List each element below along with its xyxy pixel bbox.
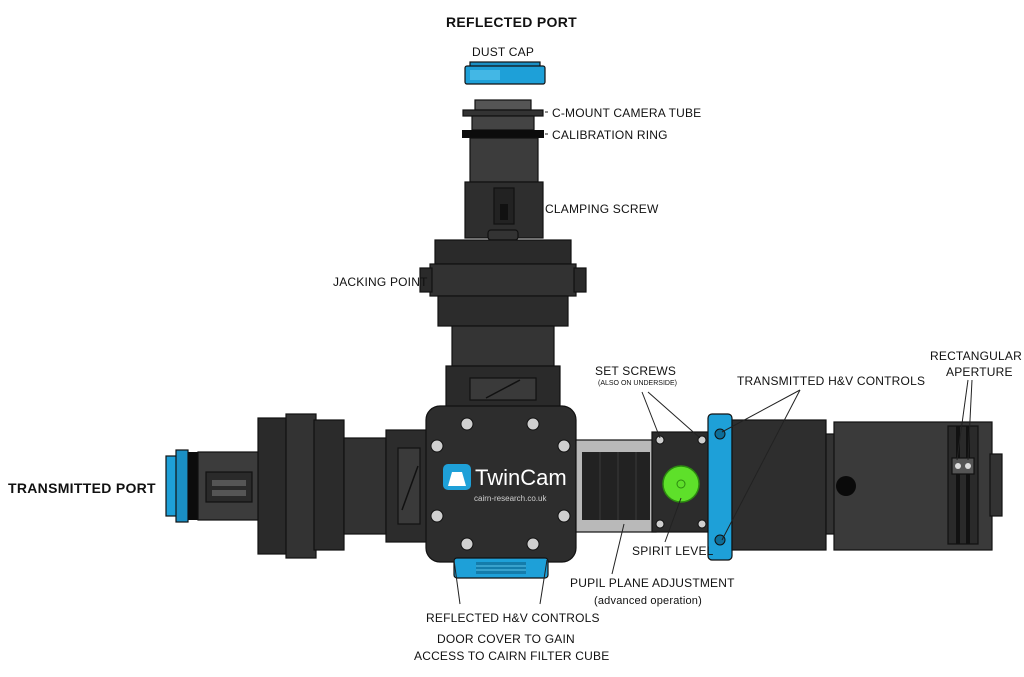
c-mount-camera-tube (462, 99, 544, 131)
transmitted-mount (197, 451, 261, 521)
label-door-cover-1: DOOR COVER TO GAIN (437, 632, 575, 646)
transmitted-hv-controls (707, 413, 733, 561)
label-dust-cap: DUST CAP (472, 45, 534, 59)
transmitted-rings (257, 413, 345, 559)
pupil-plane-section (575, 439, 657, 533)
reflected-collar (445, 365, 561, 411)
label-clamping-screw: CLAMPING SCREW (545, 202, 659, 216)
spirit-level-block (651, 431, 711, 533)
label-calibration-ring: CALIBRATION RING (552, 128, 668, 142)
label-pupil-plane-note: (advanced operation) (594, 595, 702, 607)
label-rectangular-aperture-2: APERTURE (946, 365, 1013, 379)
camera-tube-body (469, 137, 539, 183)
label-c-mount-camera-tube: C-MOUNT CAMERA TUBE (552, 106, 701, 120)
body-screws (430, 417, 571, 551)
transmitted-tube (343, 437, 387, 535)
transmitted-port-assembly (165, 413, 431, 559)
transmitted-blue-cap (165, 449, 189, 523)
label-set-screws: SET SCREWS (595, 364, 676, 378)
leader-lines (453, 111, 973, 605)
brand-name: TwinCam (475, 465, 567, 490)
dust-cap (464, 61, 546, 85)
transmitted-collar (385, 429, 431, 543)
label-pupil-plane-adjustment: PUPIL PLANE ADJUSTMENT (570, 576, 735, 590)
label-reflected-hv-controls: REFLECTED H&V CONTROLS (426, 611, 600, 625)
spirit-level (662, 465, 700, 503)
jacking-ring (419, 239, 587, 327)
label-rectangular-aperture-1: RECTANGULAR (930, 349, 1022, 363)
hole (836, 476, 856, 496)
label-transmitted-port: TRANSMITTED PORT (8, 480, 156, 496)
twincam-body: TwinCam cairn-research.co.uk (425, 405, 577, 563)
twincam-logo: TwinCam cairn-research.co.uk (443, 464, 567, 503)
reflected-lower-tube (451, 325, 555, 367)
clamping-block (464, 181, 544, 241)
reflected-hv-controls (453, 557, 549, 579)
reflected-port-assembly (419, 61, 587, 411)
label-set-screws-note: (ALSO ON UNDERSIDE) (598, 380, 677, 387)
label-door-cover-2: ACCESS TO CAIRN FILTER CUBE (414, 649, 609, 663)
labels: REFLECTED PORT DUST CAP C-MOUNT CAMERA T… (8, 14, 1022, 663)
brand-url: cairn-research.co.uk (474, 494, 547, 503)
label-jacking-point: JACKING POINT (333, 275, 428, 289)
label-reflected-port: REFLECTED PORT (446, 14, 577, 30)
calibration-ring (462, 130, 544, 138)
label-spirit-level: SPIRIT LEVEL (632, 544, 714, 558)
rectangular-aperture (947, 425, 979, 545)
label-transmitted-hv-controls: TRANSMITTED H&V CONTROLS (737, 374, 925, 388)
